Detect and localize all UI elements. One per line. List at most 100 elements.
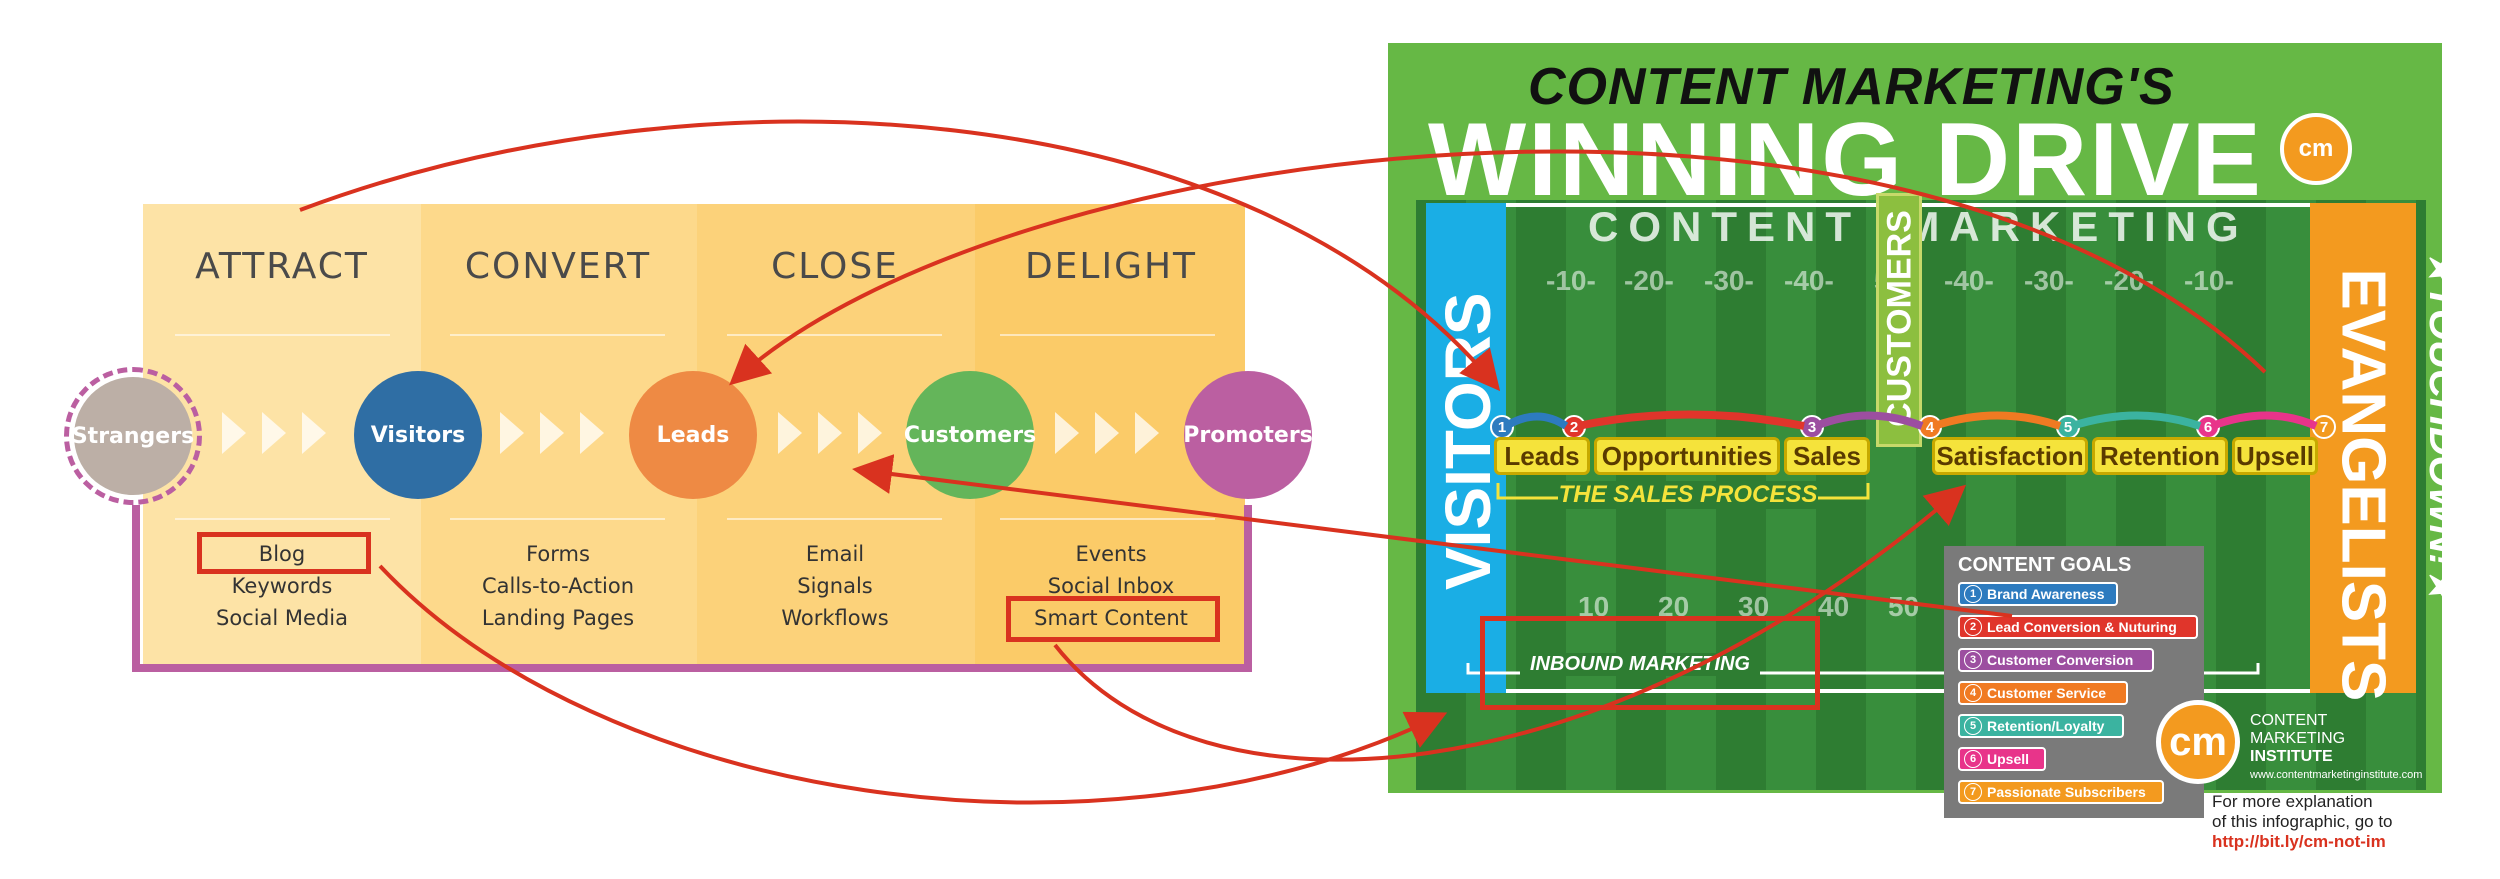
persona-customers: Customers [903, 371, 1037, 499]
divider [175, 334, 390, 336]
goal-item: 7 Passionate Subscribers [1958, 780, 2164, 804]
tool-item: Signals [797, 574, 873, 598]
divider [1000, 334, 1215, 336]
step-retention: Retention [2092, 437, 2228, 475]
arrow-step-1-2 [1503, 412, 1569, 430]
chevron-icon [222, 412, 246, 454]
goal-item: 4 Customer Service [1958, 681, 2128, 705]
chevron-icon [778, 412, 802, 454]
sales-process-label: THE SALES PROCESS [1558, 481, 1818, 509]
tool-item: Calls-to-Action [481, 574, 635, 598]
persona-visitors: Visitors [354, 371, 482, 499]
right-endzone [2310, 203, 2416, 693]
step-upsell: Upsell [2232, 437, 2318, 475]
chevron-icon [1095, 412, 1119, 454]
goal-label: Customer Conversion [1987, 652, 2134, 668]
chevron-icon [818, 412, 842, 454]
tool-item: Email [805, 542, 865, 566]
goal-number: 1 [1964, 585, 1982, 603]
chevron-icon [1055, 412, 1079, 454]
close-tools: Email Signals Workflows [700, 538, 970, 634]
cmi-logo-text: cm [2169, 719, 2227, 764]
highlight-inbound-marketing [1480, 616, 1820, 710]
chevron-icon [262, 412, 286, 454]
explanation-link[interactable]: http://bit.ly/cm-not-im [2212, 832, 2386, 851]
persona-leads: Leads [629, 371, 757, 499]
convert-tools: Forms Calls-to-Action Landing Pages [423, 538, 693, 634]
goal-item: 6 Upsell [1958, 747, 2046, 771]
divider [727, 334, 942, 336]
goal-number: 7 [1964, 783, 1982, 801]
cmi-url: www.contentmarketinginstitute.com [2250, 769, 2423, 781]
arrow-step-2-3 [1577, 410, 1805, 430]
persona-label: Promoters [1183, 422, 1313, 448]
arrow-step-4-5 [1932, 411, 2062, 430]
tool-item: Events [1075, 542, 1147, 566]
divider [1000, 518, 1215, 520]
goal-item: 3 Customer Conversion [1958, 648, 2154, 672]
persona-label: Leads [656, 422, 730, 448]
goal-number: 3 [1964, 651, 1982, 669]
chevron-icon [858, 412, 882, 454]
cmi-name: CONTENT MARKETING INSTITUTE www.contentm… [2250, 712, 2422, 784]
goal-item: 2 Lead Conversion & Nuturing [1958, 615, 2198, 639]
highlight-smart-content [1006, 596, 1220, 642]
stage-close: CLOSE [771, 246, 899, 287]
tool-item: Blog [258, 542, 306, 566]
explanation-line: For more explanation [2212, 792, 2373, 811]
highlight-blog [197, 532, 371, 574]
persona-label: Customers [903, 422, 1037, 448]
persona-promoters: Promoters [1183, 371, 1313, 499]
tool-item: Workflows [781, 606, 889, 630]
divider [727, 518, 942, 520]
content-goals-panel: CONTENT GOALS 1 Brand Awareness 2 Lead Con… [1944, 546, 2204, 818]
goal-item: 1 Brand Awareness [1958, 582, 2118, 606]
cmi-line: INSTITUTE [2250, 748, 2333, 765]
cmi-logo-icon: cm [2156, 700, 2240, 784]
strangers-dashed-ring [64, 367, 202, 505]
goal-label: Retention/Loyalty [1987, 718, 2105, 734]
divider [175, 518, 390, 520]
logo-text: cm [2298, 135, 2334, 162]
divider [450, 334, 665, 336]
explanation-text: For more explanation of this infographic… [2212, 792, 2393, 852]
arrow-step-5-6 [2070, 411, 2202, 430]
chevron-icon [540, 412, 564, 454]
goal-label: Brand Awareness [1987, 586, 2105, 602]
tool-item: Forms [526, 542, 590, 566]
tool-item: Social Media [215, 606, 348, 630]
divider [450, 518, 665, 520]
arrow-step-6-7 [2210, 411, 2318, 430]
goal-item: 5 Retention/Loyalty [1958, 714, 2124, 738]
persona-frame-left [132, 505, 140, 672]
persona-label: Strangers [71, 423, 195, 449]
goal-number: 4 [1964, 684, 1982, 702]
goal-number: 2 [1964, 618, 1982, 636]
chevron-icon [302, 412, 326, 454]
goal-label: Customer Service [1987, 685, 2107, 701]
goal-number: 6 [1964, 750, 1982, 768]
chevron-icon [580, 412, 604, 454]
persona-frame-bottom [132, 664, 1244, 672]
goal-label: Lead Conversion & Nuturing [1987, 619, 2177, 635]
helmet-logo-icon: cm [2280, 113, 2352, 185]
tool-item: Keywords [231, 574, 333, 598]
goal-number: 5 [1964, 717, 1982, 735]
chevron-icon [500, 412, 524, 454]
chevron-icon [1135, 412, 1159, 454]
stage-attract: ATTRACT [195, 246, 369, 287]
persona-label: Visitors [370, 422, 466, 448]
arrow-step-3-4 [1814, 411, 1924, 430]
content-goals-title: CONTENT GOALS [1958, 554, 2132, 576]
goal-label: Passionate Subscribers [1987, 784, 2146, 800]
goal-label: Upsell [1987, 751, 2030, 767]
step-satisfaction: Satisfaction [1932, 437, 2088, 475]
tool-item: Landing Pages [481, 606, 635, 630]
explanation-line: of this infographic, go to [2212, 812, 2393, 831]
stage-convert: CONVERT [464, 246, 652, 287]
attract-tools: Blog Keywords Social Media [147, 538, 417, 634]
cmi-line: CONTENT [2250, 712, 2328, 729]
stage-delight: DELIGHT [1024, 246, 1198, 287]
infographic-title-top: CONTENT MARKETING'S [1528, 58, 2175, 116]
cmi-line: MARKETING [2250, 730, 2346, 747]
